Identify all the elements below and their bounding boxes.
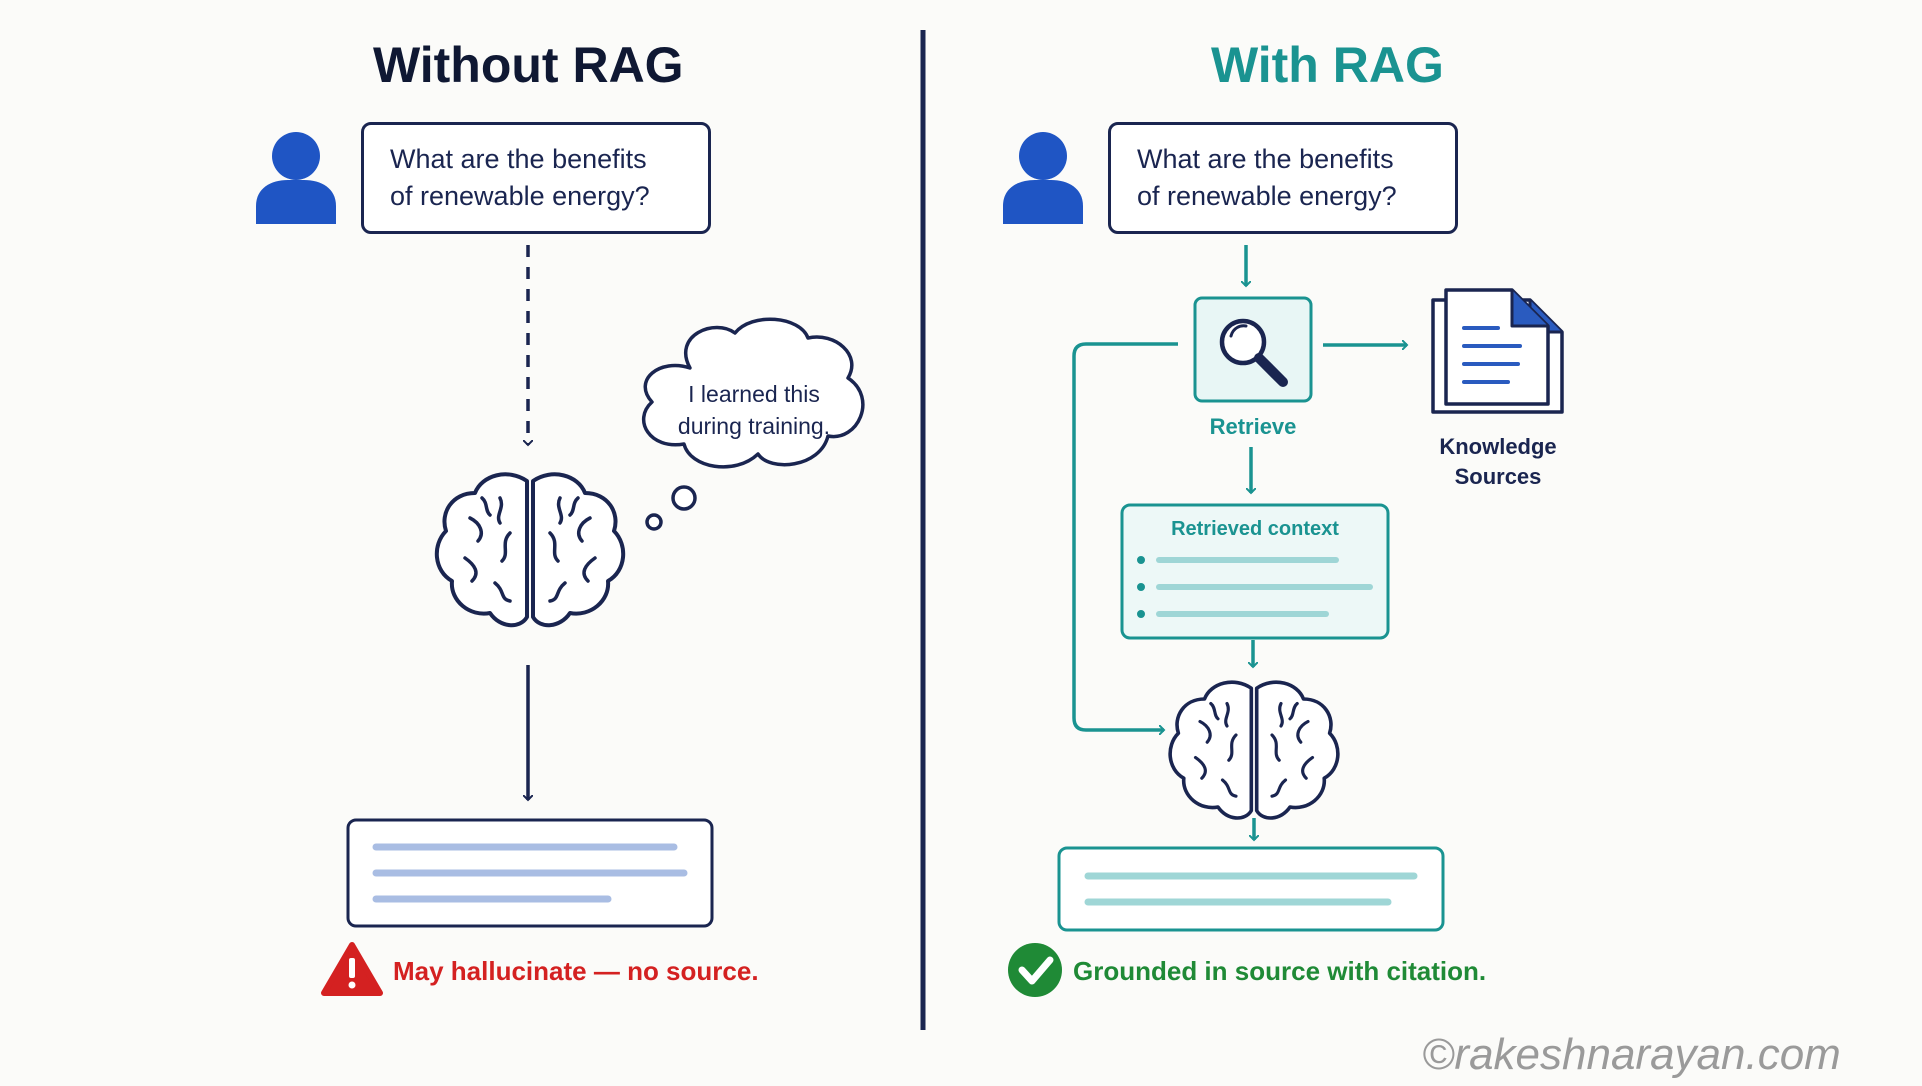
context-lines <box>1137 556 1373 618</box>
knowledge-line: Knowledge <box>1439 434 1557 459</box>
user-icon <box>1003 132 1083 224</box>
thought-line: during training. <box>677 413 831 439</box>
question-line: of renewable energy? <box>1137 181 1397 211</box>
question-box-right: What are the benefits of renewable energ… <box>1108 122 1458 234</box>
status-left: May hallucinate — no source. <box>393 956 759 986</box>
thought-line: I learned this <box>688 381 820 407</box>
question-line: What are the benefits <box>1137 144 1394 174</box>
knowledge-line: Sources <box>1454 464 1542 489</box>
user-icon <box>256 132 336 224</box>
context-title: Retrieved context <box>1171 518 1339 540</box>
right-title: With RAG <box>1211 37 1444 93</box>
thought-text: I learned this during training. <box>650 378 858 442</box>
knowledge-sources-label: Knowledge Sources <box>1420 432 1576 492</box>
answer-box-right <box>1057 846 1445 932</box>
thought-cloud <box>641 317 865 469</box>
left-title: Without RAG <box>373 37 684 93</box>
thought-bubble-large <box>671 485 697 511</box>
thought-bubble-small <box>645 513 663 531</box>
question-box-left: What are the benefits of renewable energ… <box>361 122 711 234</box>
retrieve-label: Retrieve <box>1209 414 1297 439</box>
watermark: ©rakeshnarayan.com <box>1422 1030 1841 1079</box>
loop-arrow <box>1072 342 1178 730</box>
brain-icon <box>434 472 626 628</box>
magnifier-icon <box>1219 318 1288 387</box>
brain-icon <box>1168 680 1340 820</box>
question-line: of renewable energy? <box>390 181 650 211</box>
documents-icon <box>1431 288 1564 414</box>
status-right: Grounded in source with citation. <box>1073 956 1487 986</box>
question-line: What are the benefits <box>390 144 647 174</box>
context-box <box>1120 503 1390 640</box>
warning-icon <box>321 942 383 996</box>
check-icon <box>1008 943 1062 997</box>
